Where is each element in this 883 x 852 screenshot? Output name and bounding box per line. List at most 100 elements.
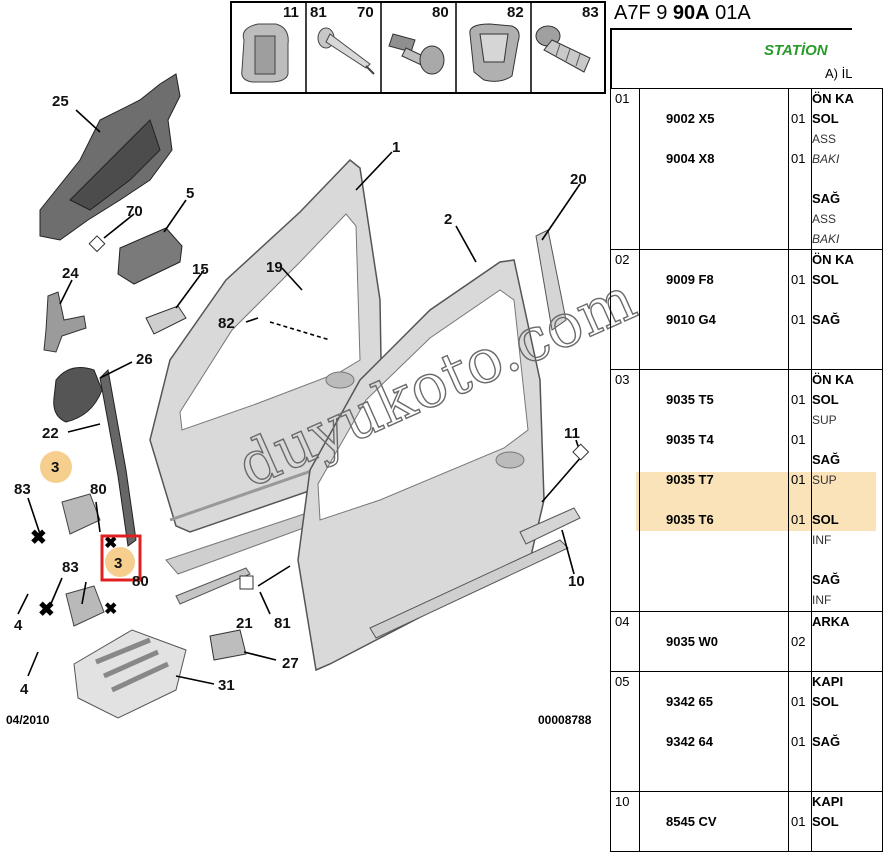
header-bold: 90A [672,2,710,24]
marker-11 [572,443,590,461]
strip-num-80: 80 [432,4,449,21]
group-label: 05 [615,674,630,689]
description-title: ÖN KA [812,252,854,267]
module-5 [117,227,183,285]
callout-2: 2 [444,211,452,228]
inner-panel-25 [39,73,181,241]
part-note-italic: BAKI [812,152,840,166]
callout-20: 20 [570,171,587,188]
hinge-lower [65,585,105,627]
part-reference[interactable]: 9035 T5 [666,392,714,407]
group-number: 04 [610,611,640,672]
description-cell: ÖN KA SOL SAĞ [811,249,883,370]
title-line-2: A) İL [825,66,853,81]
clip-icon [241,23,289,83]
callout-3-top: 3 [51,459,59,476]
marker-circle-3-top [40,451,72,483]
part-reference[interactable]: 9035 T6 [666,512,714,527]
group-label: 01 [615,91,630,106]
pillar-strip-20 [535,229,567,331]
callout-81: 81 [274,615,291,632]
part-reference[interactable]: 9035 T4 [666,432,714,447]
callout-70: 70 [126,203,143,220]
part-side: SAĞ [812,734,841,749]
bracket-24 [43,291,87,353]
part-reference[interactable]: 9342 65 [666,694,713,709]
part-note-italic: BAKI [812,232,840,246]
group-number: 05 [610,671,640,792]
part-note: SUP [812,413,837,427]
group-label: 04 [615,614,630,629]
part-reference[interactable]: 9002 X5 [666,111,715,126]
part-quantity: 02 [791,634,806,649]
strip-num-81: 81 [310,4,327,21]
parts-group-row: 04 9035 W0 02 ARKA [610,611,883,672]
quantity-cell: 02 [788,611,812,672]
part-reference[interactable]: 9035 W0 [666,634,719,649]
x-mark-80b: ✖ [104,601,117,618]
header-suffix: 01A [709,2,751,24]
callout-22: 22 [42,425,59,442]
callout-15: 15 [192,261,209,278]
reference-cell: 9035 T5 9035 T4 9035 T7 9035 T6 [639,369,789,612]
title-line-1: STATİON [764,42,828,59]
part-quantity: 01 [791,734,806,749]
callout-10: 10 [568,573,585,590]
marker-circle-3-selected [105,547,135,577]
part-quantity: 01 [791,151,806,166]
part-quantity: 01 [791,512,806,527]
x-mark-83a: ✖ [30,527,47,549]
part-side: SOL [812,814,839,829]
quantity-cell: 01 01 [788,88,812,250]
description-title: ARKA [812,614,850,629]
rivet-icon [317,27,375,75]
group-number: 03 [610,369,640,612]
part-reference[interactable]: 9004 X8 [666,151,715,166]
part-reference[interactable]: 9009 F8 [666,272,714,287]
callout-1: 1 [392,139,400,156]
quantity-cell: 01 01 [788,671,812,792]
part-quantity: 01 [791,694,806,709]
callout-11: 11 [564,425,580,442]
callout-4-bottom: 4 [20,681,29,698]
callout-27: 27 [282,655,299,672]
reference-cell: 9009 F8 9010 G4 [639,249,789,370]
part-side: SAĞ [812,191,841,206]
x-mark-83b: ✖ [38,599,55,621]
moulding-10 [369,507,581,639]
part-side: SOL [812,272,839,287]
part-side: SAĞ [812,312,841,327]
part-note: ASS [812,132,837,146]
selection-box[interactable] [100,534,142,582]
part-side: SOL [812,392,839,407]
x-mark-80a: ✖ [104,535,117,552]
part-reference[interactable]: 9010 G4 [666,312,716,327]
sill-strip-21 [175,567,251,605]
title-band: STATİON A) İL [610,28,852,88]
callout-3-selected[interactable]: 3 [114,555,122,572]
description-title: ÖN KA [812,372,854,387]
part-note: SUP [812,473,837,487]
reference-cell: 9002 X5 9004 X8 [639,88,789,250]
part-reference[interactable]: 9342 64 [666,734,713,749]
part-reference[interactable]: 9035 T7 [666,472,714,487]
part-reference[interactable]: 8545 CV [666,814,717,829]
description-title: KAPI [812,794,844,809]
callout-83-bottom: 83 [62,559,79,576]
description-cell: KAPI SOL [811,791,883,852]
reference-cell: 9035 W0 [639,611,789,672]
part-quantity: 01 [791,472,806,487]
part-quantity: 01 [791,111,806,126]
footer-date: 04/2010 [6,713,50,727]
part-quantity: 01 [791,312,806,327]
description-title: ÖN KA [812,91,854,106]
